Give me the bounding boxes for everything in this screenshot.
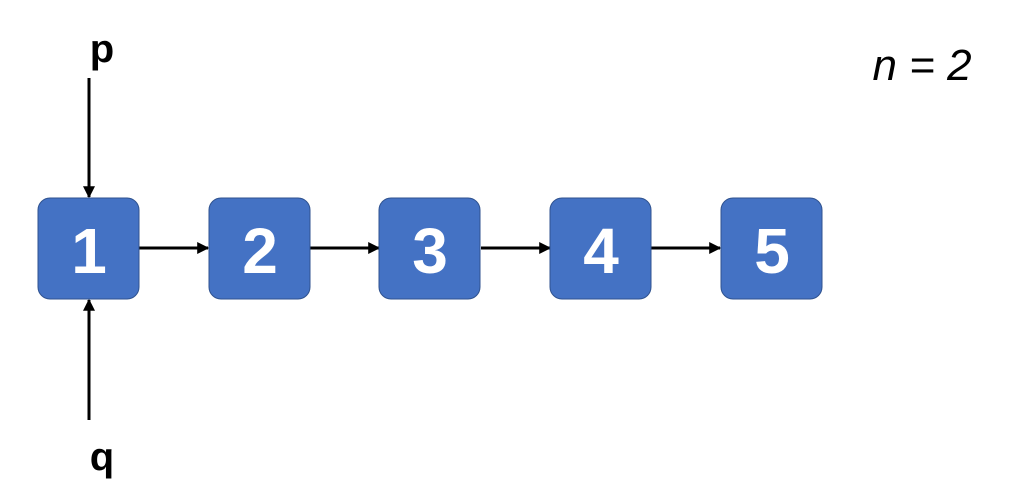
list-node-value: 2 <box>242 215 278 287</box>
list-node: 2 <box>208 197 311 300</box>
list-node: 3 <box>378 197 481 300</box>
list-node-box <box>720 197 823 300</box>
list-node-value: 1 <box>71 215 107 287</box>
list-node-box <box>208 197 311 300</box>
pointer-q-label: q <box>90 435 114 479</box>
list-node-value: 3 <box>412 215 448 287</box>
list-node-box <box>37 197 140 300</box>
list-node: 4 <box>549 197 652 300</box>
list-node: 1 <box>37 197 140 300</box>
list-node-box <box>378 197 481 300</box>
pointer-q: q <box>83 298 114 479</box>
pointer-p: p <box>83 27 114 199</box>
n-value-label: n = 2 <box>872 41 971 90</box>
list-node-value: 5 <box>754 215 790 287</box>
pointer-p-label: p <box>90 27 114 71</box>
list-node: 5 <box>720 197 823 300</box>
list-node-value: 4 <box>583 215 619 287</box>
list-node-box <box>549 197 652 300</box>
